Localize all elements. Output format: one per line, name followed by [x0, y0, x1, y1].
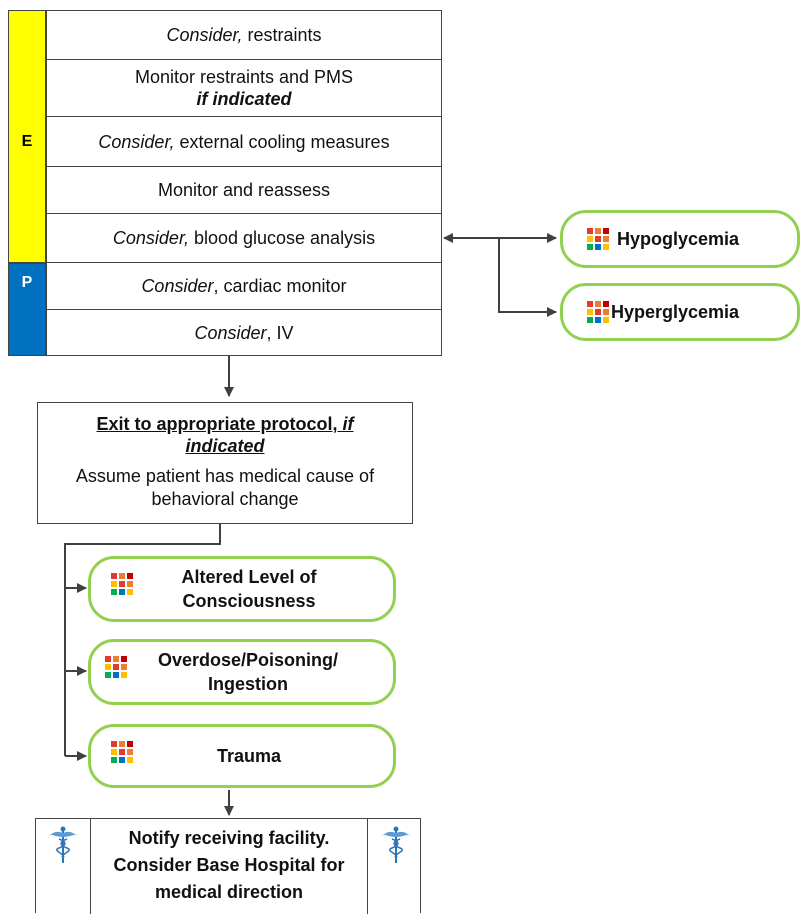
- band-p-label: P: [21, 274, 33, 291]
- row-text: , IV: [266, 322, 294, 343]
- row-cardiac-monitor: Consider, cardiac monitor: [46, 263, 442, 310]
- protocol-hyperglycemia[interactable]: Hyperglycemia: [560, 283, 800, 341]
- exit-title: Exit to appropriate protocol, if indicat…: [38, 413, 412, 457]
- protocol-altered-loc[interactable]: Altered Level of Consciousness: [88, 556, 396, 622]
- exit-title-indicated: indicated: [185, 436, 265, 456]
- row-iv: Consider, IV: [46, 310, 442, 356]
- trauma-label: Trauma: [216, 746, 282, 766]
- row-restraints: Consider, restraints: [46, 10, 442, 60]
- row-prefix: Consider: [141, 276, 214, 296]
- row-text: blood glucose analysis: [188, 228, 376, 248]
- hypoglycemia-label: Hypoglycemia: [617, 229, 740, 249]
- row-text-line2: if indicated: [196, 89, 292, 109]
- row-text: Monitor restraints and PMS: [134, 67, 354, 87]
- caduceus-icon: [49, 826, 77, 863]
- protocol-grid-icon: [587, 228, 609, 250]
- protocol-hypoglycemia[interactable]: Hypoglycemia: [560, 210, 800, 268]
- exit-branch-line: [64, 524, 221, 756]
- protocol-grid-icon: [111, 741, 133, 763]
- protocol-grid-icon: [111, 573, 133, 595]
- row-text: Monitor and reassess: [157, 180, 331, 200]
- notify-text: Notify receiving facility. Consider Base…: [91, 825, 367, 906]
- protocol-grid-icon: [105, 656, 127, 678]
- row-monitor-reassess: Monitor and reassess: [46, 167, 442, 214]
- exit-title-if: if: [337, 414, 354, 434]
- band-p: P: [8, 263, 46, 356]
- notify-line1: Notify receiving facility.: [128, 828, 330, 848]
- exit-protocol-box: Exit to appropriate protocol, if indicat…: [37, 402, 413, 524]
- row-external-cooling: Consider, external cooling measures: [46, 117, 442, 167]
- protocol-overdose[interactable]: Overdose/Poisoning/ Ingestion: [88, 639, 396, 705]
- row-prefix: Consider,: [166, 25, 243, 45]
- overdose-line1: Overdose/Poisoning/: [157, 650, 339, 670]
- overdose-line2: Ingestion: [208, 674, 288, 694]
- altered-loc-line1: Altered Level of: [181, 567, 317, 587]
- notify-box: Notify receiving facility. Consider Base…: [35, 818, 421, 914]
- protocol-grid-icon: [587, 301, 609, 323]
- row-prefix: Consider: [194, 322, 267, 343]
- band-e: E: [8, 10, 46, 263]
- row-text: external cooling measures: [174, 131, 390, 152]
- exit-title-text: Exit to appropriate protocol,: [96, 414, 338, 434]
- row-prefix: Consider,: [98, 131, 175, 152]
- notify-line2: Consider Base Hospital for: [113, 855, 345, 875]
- notify-divider-right: [367, 819, 368, 914]
- row-prefix: Consider,: [112, 228, 189, 248]
- hyperglycemia-label: Hyperglycemia: [611, 302, 740, 322]
- band-e-label: E: [21, 133, 33, 150]
- protocol-trauma[interactable]: Trauma: [88, 724, 396, 788]
- exit-body: Assume patient has medical cause of beha…: [75, 466, 375, 509]
- notify-divider-left: [90, 819, 91, 914]
- row-text: , cardiac monitor: [213, 276, 347, 296]
- arrow-to-hyperglycemia: [498, 238, 557, 317]
- altered-loc-line2: Consciousness: [182, 591, 316, 611]
- row-text: restraints: [242, 25, 322, 45]
- row-blood-glucose: Consider, blood glucose analysis: [46, 214, 442, 263]
- caduceus-icon: [382, 826, 410, 863]
- notify-line3: medical direction: [154, 882, 304, 902]
